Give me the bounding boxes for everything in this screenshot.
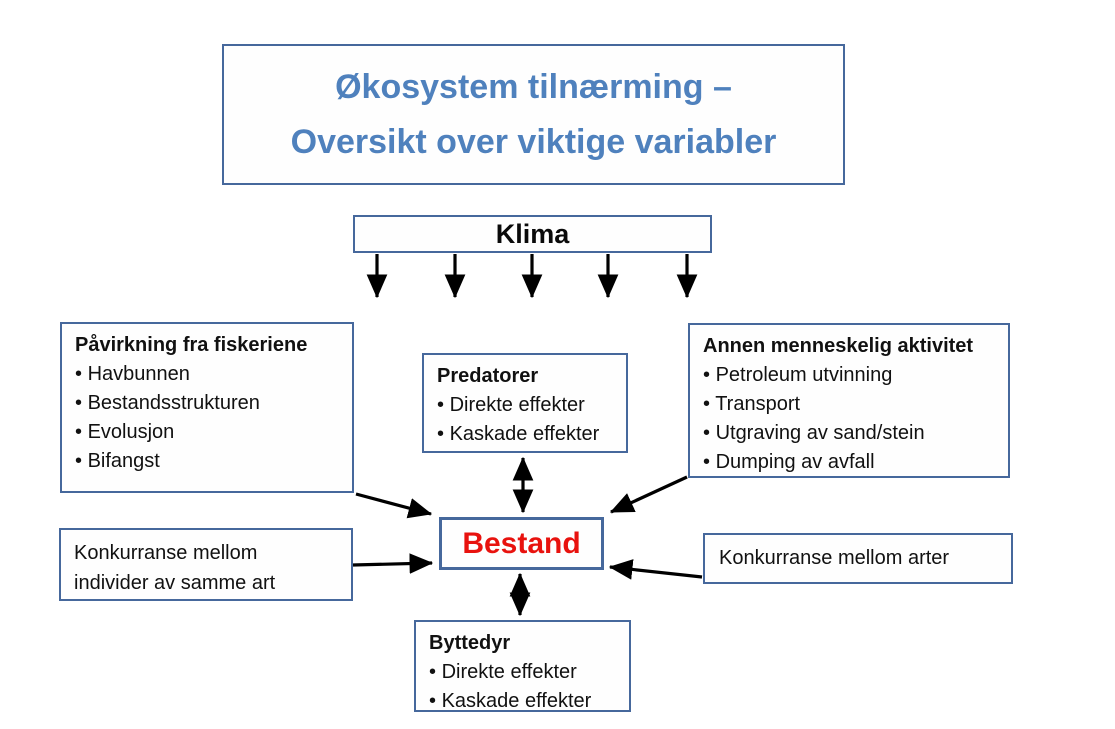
list-item: Petroleum utvinning (703, 361, 998, 390)
list-item: Havbunnen (75, 360, 342, 389)
predators-box: Predatorer Direkte effekter Kaskade effe… (422, 353, 628, 453)
human-activity-title: Annen menneskelig aktivitet (703, 335, 974, 357)
arrow-competition-between-to-stock (608, 559, 703, 580)
list-item: Direkte effekter (429, 658, 619, 687)
list-item: Utgraving av sand/stein (703, 419, 998, 448)
fisheries-list: Havbunnen Bestandsstrukturen Evolusjon B… (75, 360, 342, 476)
title-box: Økosystem tilnærming – Oversikt over vik… (222, 44, 845, 185)
fisheries-box: Påvirkning fra fiskeriene Havbunnen Best… (60, 322, 354, 493)
list-item: Direkte effekter (437, 391, 616, 420)
arrow-competition-within-to-stock (352, 553, 434, 574)
list-item: Bestandsstrukturen (75, 389, 342, 418)
list-item: Transport (703, 390, 998, 419)
title-line-2: Oversikt over viktige variabler (290, 122, 777, 161)
stock-box: Bestand (439, 517, 604, 570)
arrow-fisheries-to-stock (355, 492, 433, 519)
competition-between-label: Konkurranse mellom arter (719, 547, 950, 569)
human-activity-box: Annen menneskelig aktivitet Petroleum ut… (688, 323, 1010, 478)
prey-list: Direkte effekter Kaskade effekter (429, 658, 619, 716)
predators-list: Direkte effekter Kaskade effekter (437, 391, 616, 449)
prey-box: Byttedyr Direkte effekter Kaskade effekt… (414, 620, 631, 712)
competition-within-line-1: Konkurranse mellom (74, 542, 258, 564)
stock-label: Bestand (462, 526, 581, 560)
prey-title: Byttedyr (429, 632, 511, 654)
list-item: Kaskade effekter (437, 420, 616, 449)
fisheries-title: Påvirkning fra fiskeriene (75, 334, 308, 356)
list-item: Bifangst (75, 447, 342, 476)
predators-title: Predatorer (437, 365, 539, 387)
competition-within-line-2: individer av samme art (74, 572, 276, 594)
title-line-1: Økosystem tilnærming – (335, 68, 732, 107)
list-item: Evolusjon (75, 418, 342, 447)
arrow-human-to-stock (609, 475, 688, 514)
competition-between-species-box: Konkurranse mellom arter (703, 533, 1013, 584)
list-item: Dumping av avfall (703, 448, 998, 477)
climate-box: Klima (353, 215, 712, 253)
competition-within-species-box: Konkurranse mellom individer av samme ar… (59, 528, 353, 601)
climate-label: Klima (495, 218, 570, 249)
list-item: Kaskade effekter (429, 687, 619, 716)
human-activity-list: Petroleum utvinning Transport Utgraving … (703, 361, 998, 477)
